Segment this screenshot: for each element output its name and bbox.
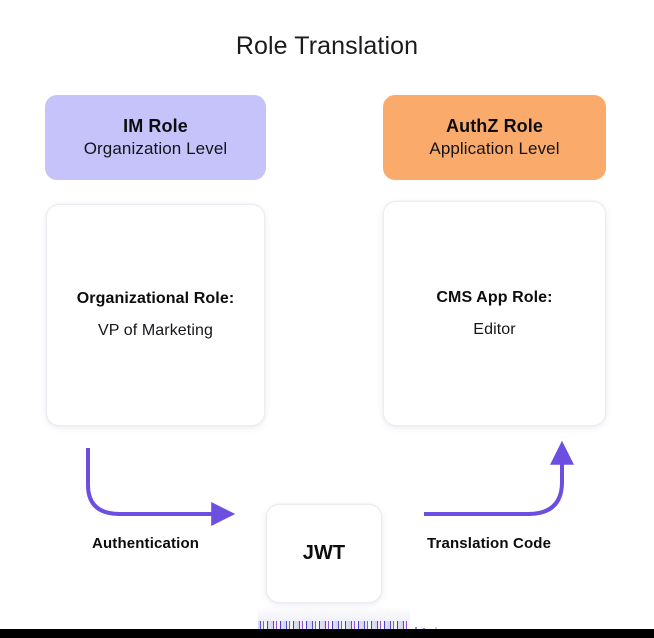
authz-role-title: AuthZ Role [446,115,543,136]
jwt-label: JWT [302,542,346,564]
im-role-subtitle: Organization Level [83,139,228,159]
bottom-artifact-fade [258,607,410,623]
translation-code-label: Translation Code [427,535,552,552]
page-title: Role Translation [235,32,419,60]
cms-app-role-value: Editor [473,320,516,338]
authz-role-subtitle: Application Level [429,139,560,159]
cms-app-role-heading: CMS App Role: [436,288,553,306]
authz-role-header-card: AuthZ Role Application Level [383,95,606,180]
organizational-role-value: VP of Marketing [97,322,214,339]
organizational-role-heading: Organizational Role: [76,290,235,307]
im-role-title: IM Role [123,115,188,136]
organizational-role-card: Organizational Role: VP of Marketing [46,204,265,426]
bottom-letterbox-bar [0,629,654,638]
cms-app-role-card: CMS App Role: Editor [383,201,606,426]
im-role-header-card: IM Role Organization Level [45,95,266,180]
authentication-label: Authentication [92,535,200,552]
authentication-arrow [86,448,236,526]
translation-code-arrow [424,440,574,516]
jwt-token-card: JWT [266,504,382,603]
